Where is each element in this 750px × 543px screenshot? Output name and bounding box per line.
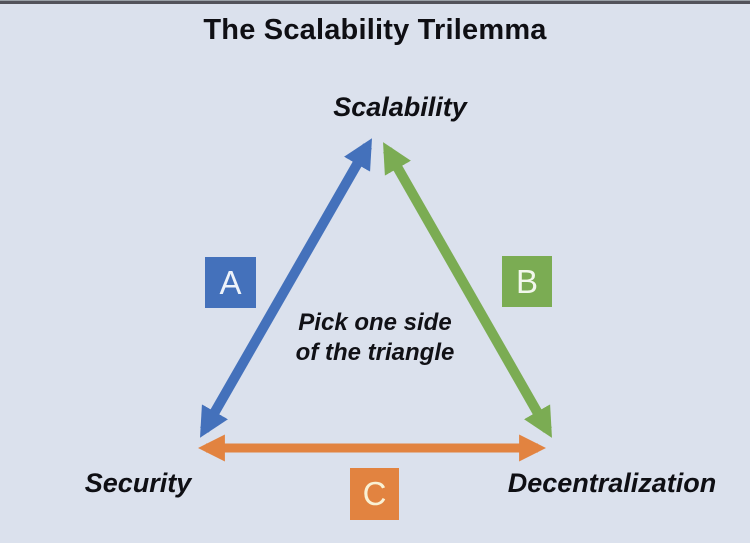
edge-a-arrow-security-scalability <box>200 138 372 438</box>
edge-b-arrow-scalability-decentralization <box>383 142 552 438</box>
center-note-line1: Pick one side <box>298 309 452 336</box>
edge-b-badge: B <box>502 256 552 307</box>
edge-c-badge: C <box>350 468 399 520</box>
center-note: Pick one side of the triangle <box>296 308 455 369</box>
edge-a-label: A <box>219 263 242 301</box>
top-border-rule <box>0 0 750 4</box>
edge-a-badge: A <box>205 257 256 308</box>
vertex-label-security: Security <box>84 468 192 498</box>
edge-b-label: B <box>515 262 538 300</box>
page-title: The Scalability Trilemma <box>203 14 547 46</box>
vertex-label-decentralization: Decentralization <box>507 468 717 498</box>
edge-c-label: C <box>362 475 387 512</box>
vertex-label-scalability: Scalability <box>333 92 467 122</box>
center-note-line2: of the triangle <box>295 339 455 367</box>
